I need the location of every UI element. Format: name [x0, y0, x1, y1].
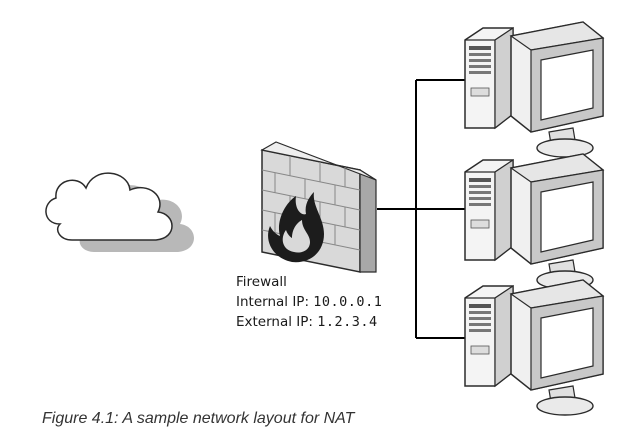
internal-ip-value: 10.0.0.1 — [313, 294, 383, 310]
cloud-icon — [45, 172, 194, 252]
internal-ip-row: Internal IP: 10.0.0.1 — [236, 292, 382, 312]
network-lines — [377, 79, 467, 339]
computer-icon — [464, 279, 604, 416]
firewall-name: Firewall — [236, 274, 287, 290]
computer-icon — [464, 21, 604, 158]
external-ip-row: External IP: 1.2.3.4 — [236, 312, 378, 332]
external-ip-value: 1.2.3.4 — [317, 314, 378, 330]
firewall-icon — [260, 141, 377, 273]
computer-icon — [464, 153, 604, 290]
figure-caption: Figure 4.1: A sample network layout for … — [42, 410, 355, 427]
internal-ip-label: Internal IP: — [236, 294, 309, 310]
external-ip-label: External IP: — [236, 314, 313, 330]
